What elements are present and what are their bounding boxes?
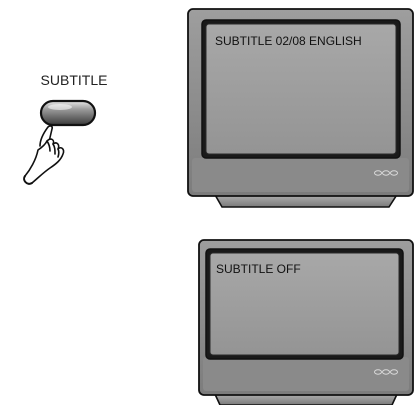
tv-osd-text-1: SUBTITLE 02/08 ENGLISH	[215, 34, 362, 48]
pointing-hand-icon	[24, 126, 63, 184]
subtitle-button[interactable]	[41, 101, 95, 125]
tv-osd-text-2: SUBTITLE OFF	[216, 262, 301, 276]
subtitle-button-label: SUBTITLE	[41, 72, 108, 88]
